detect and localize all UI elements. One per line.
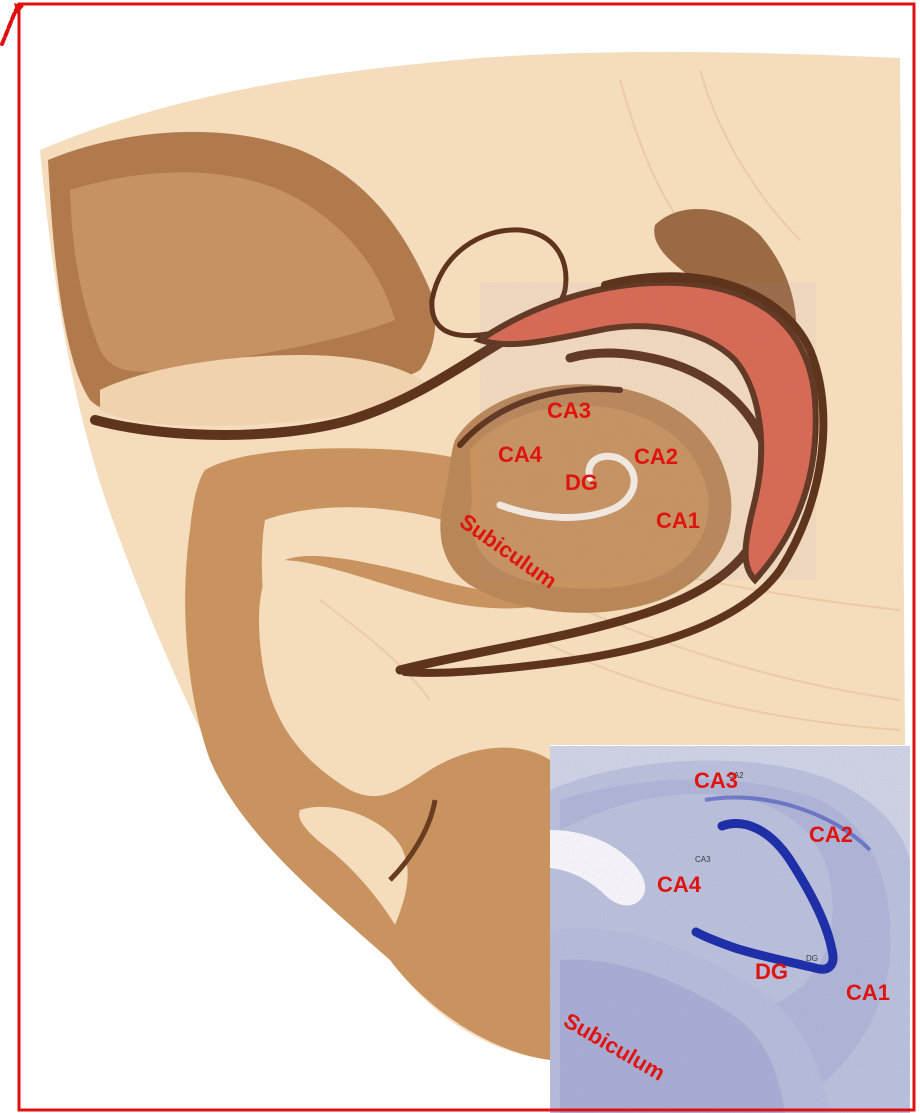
inset-label-ca2: CA2 xyxy=(809,822,853,847)
inset-label-dg: DG xyxy=(755,959,788,984)
nissl-inset: CA2 CA3 DG CA3 CA2 CA4 DG CA1 Subiculum xyxy=(550,746,910,1113)
inset-small-label-dg: DG xyxy=(806,954,818,963)
label-dg: DG xyxy=(565,470,598,495)
inset-label-ca3: CA3 xyxy=(694,768,738,793)
label-ca2: CA2 xyxy=(634,444,678,469)
corner-arrow xyxy=(2,6,18,44)
inset-small-label-ca3: CA3 xyxy=(695,855,711,864)
label-ca1: CA1 xyxy=(656,508,700,533)
inset-label-ca4: CA4 xyxy=(657,872,702,897)
label-ca4: CA4 xyxy=(498,442,543,467)
inset-label-ca1: CA1 xyxy=(846,980,890,1005)
label-ca3: CA3 xyxy=(547,398,591,423)
